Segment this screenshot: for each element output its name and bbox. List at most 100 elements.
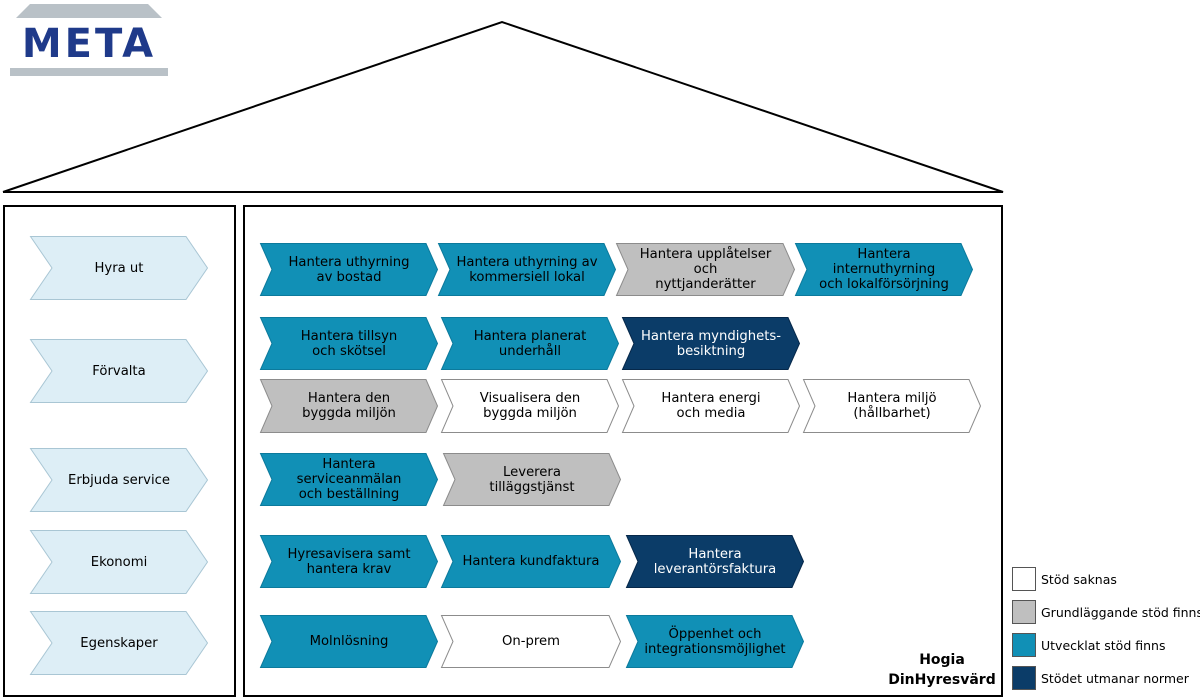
process-label: Erbjuda service (67, 472, 171, 488)
capability-label: Hyresavisera samt hantera krav (287, 546, 411, 577)
chevron-shape (794, 243, 974, 296)
chevron-fill (259, 453, 439, 506)
legend-swatch (1012, 633, 1036, 657)
chevron-fill (440, 317, 620, 370)
capability-tillsyn: Hantera tillsyn och skötsel (259, 317, 439, 370)
process-label: Ekonomi (90, 554, 148, 570)
process-forvalta: Förvalta (29, 339, 209, 403)
capability-internuthyrning: Hantera internuthyrning och lokalförsörj… (794, 243, 974, 296)
chevron-fill (437, 243, 617, 296)
chevron-fill (259, 317, 439, 370)
legend-item-utmanar: Stödet utmanar normer (1012, 665, 1189, 691)
capability-label: Leverera tilläggstjänst (489, 464, 575, 495)
chevron-shape (440, 317, 620, 370)
chevron-shape (259, 535, 439, 588)
capability-kundfaktura: Hantera kundfaktura (440, 535, 622, 588)
chevron-fill (621, 379, 801, 433)
chevron-shape (440, 379, 620, 433)
process-label: Förvalta (92, 363, 146, 379)
legend-label: Utvecklat stöd finns (1041, 637, 1166, 653)
chevron-fill (259, 379, 439, 433)
capability-label: Öppenhet och integrationsmöjlighet (644, 626, 786, 657)
legend-label: Stödet utmanar normer (1041, 670, 1189, 686)
capability-label: Hantera tillsyn och skötsel (300, 328, 398, 359)
capability-label: Hantera uthyrning av kommersiell lokal (456, 254, 598, 285)
capability-label: Hantera kundfaktura (462, 554, 600, 569)
chevron-shape (29, 339, 209, 403)
chevron-shape (259, 615, 439, 668)
legend-label: Stöd saknas (1041, 571, 1117, 587)
chevron-shape (29, 236, 209, 300)
capability-oppenhet: Öppenhet och integrationsmöjlighet (625, 615, 805, 668)
chevron-fill (259, 615, 439, 668)
capability-label: Visualisera den byggda miljön (479, 391, 581, 421)
capability-label: Hantera myndighets- besiktning (640, 328, 782, 359)
chevron-shape (442, 453, 622, 506)
capability-leverantorsfaktura: Hantera leverantörsfaktura (625, 535, 805, 588)
chevron-fill (440, 379, 620, 433)
capability-label: On-prem (502, 634, 560, 649)
capability-label: Hantera internuthyrning och lokalförsörj… (819, 247, 949, 292)
chevron-fill (29, 611, 209, 675)
legend-swatch (1012, 567, 1036, 591)
capability-label: Hantera upplåtelser och nyttjanderätter (639, 247, 772, 292)
chevron-shape (29, 611, 209, 675)
chevron-fill (794, 243, 974, 296)
capability-uthyrning-bostad: Hantera uthyrning av bostad (259, 243, 439, 296)
capability-visualisera: Visualisera den byggda miljön (440, 379, 620, 433)
capability-label: Hantera planerat underhåll (473, 328, 587, 359)
chevron-fill (625, 535, 805, 588)
chevron-fill (802, 379, 982, 433)
chevron-fill (29, 339, 209, 403)
chevron-shape (437, 243, 617, 296)
capability-energi-media: Hantera energi och media (621, 379, 801, 433)
capability-miljo: Hantera miljö (hållbarhet) (802, 379, 982, 433)
chevron-fill (259, 243, 439, 296)
process-label: Egenskaper (80, 635, 158, 651)
capability-serviceanmalan: Hantera serviceanmälan och beställning (259, 453, 439, 506)
chevron-shape (615, 243, 796, 296)
chevron-fill (29, 530, 209, 594)
chevron-fill (259, 535, 439, 588)
capability-hyresavisera: Hyresavisera samt hantera krav (259, 535, 439, 588)
chevron-fill (440, 615, 622, 668)
capability-label: Molnlösning (309, 634, 389, 649)
chevron-fill (615, 243, 796, 296)
capability-label: Hantera energi och media (661, 391, 761, 421)
chevron-fill (29, 236, 209, 300)
chevron-shape (259, 453, 439, 506)
chevron-shape (621, 317, 801, 370)
capability-uthyrning-lokal: Hantera uthyrning av kommersiell lokal (437, 243, 617, 296)
chevron-shape (259, 317, 439, 370)
capability-label: Hantera leverantörsfaktura (653, 546, 777, 577)
legend-item-utvecklat: Utvecklat stöd finns (1012, 632, 1165, 658)
capability-upplatelser: Hantera upplåtelser och nyttjanderätter (615, 243, 796, 296)
capability-byggda-miljon: Hantera den byggda miljön (259, 379, 439, 433)
chevron-shape (440, 615, 622, 668)
legend-item-stod-saknas: Stöd saknas (1012, 566, 1117, 592)
process-egenskaper: Egenskaper (29, 611, 209, 675)
process-label: Hyra ut (94, 260, 144, 276)
process-panel (3, 205, 236, 697)
chevron-shape (29, 448, 209, 512)
legend-swatch (1012, 666, 1036, 690)
chevron-fill (625, 615, 805, 668)
legend-label: Grundläggande stöd finns (1041, 604, 1200, 620)
chevron-shape (802, 379, 982, 433)
chevron-shape (259, 243, 439, 296)
vendor-name: Hogia DinHyresvärd (888, 652, 996, 688)
capability-planerat-underhall: Hantera planerat underhåll (440, 317, 620, 370)
meta-logo: META (8, 0, 170, 80)
chevron-fill (440, 535, 622, 588)
capability-on-prem: On-prem (440, 615, 622, 668)
chevron-fill (442, 453, 622, 506)
capability-panel (243, 205, 1003, 697)
legend-swatch (1012, 600, 1036, 624)
chevron-fill (29, 448, 209, 512)
chevron-fill (621, 317, 801, 370)
capability-label: Hantera den byggda miljön (302, 391, 396, 421)
capability-myndighetsbesiktning: Hantera myndighets- besiktning (621, 317, 801, 370)
capability-molnlosning: Molnlösning (259, 615, 439, 668)
process-erbjuda-service: Erbjuda service (29, 448, 209, 512)
legend-item-grundlaggande: Grundläggande stöd finns (1012, 599, 1200, 625)
